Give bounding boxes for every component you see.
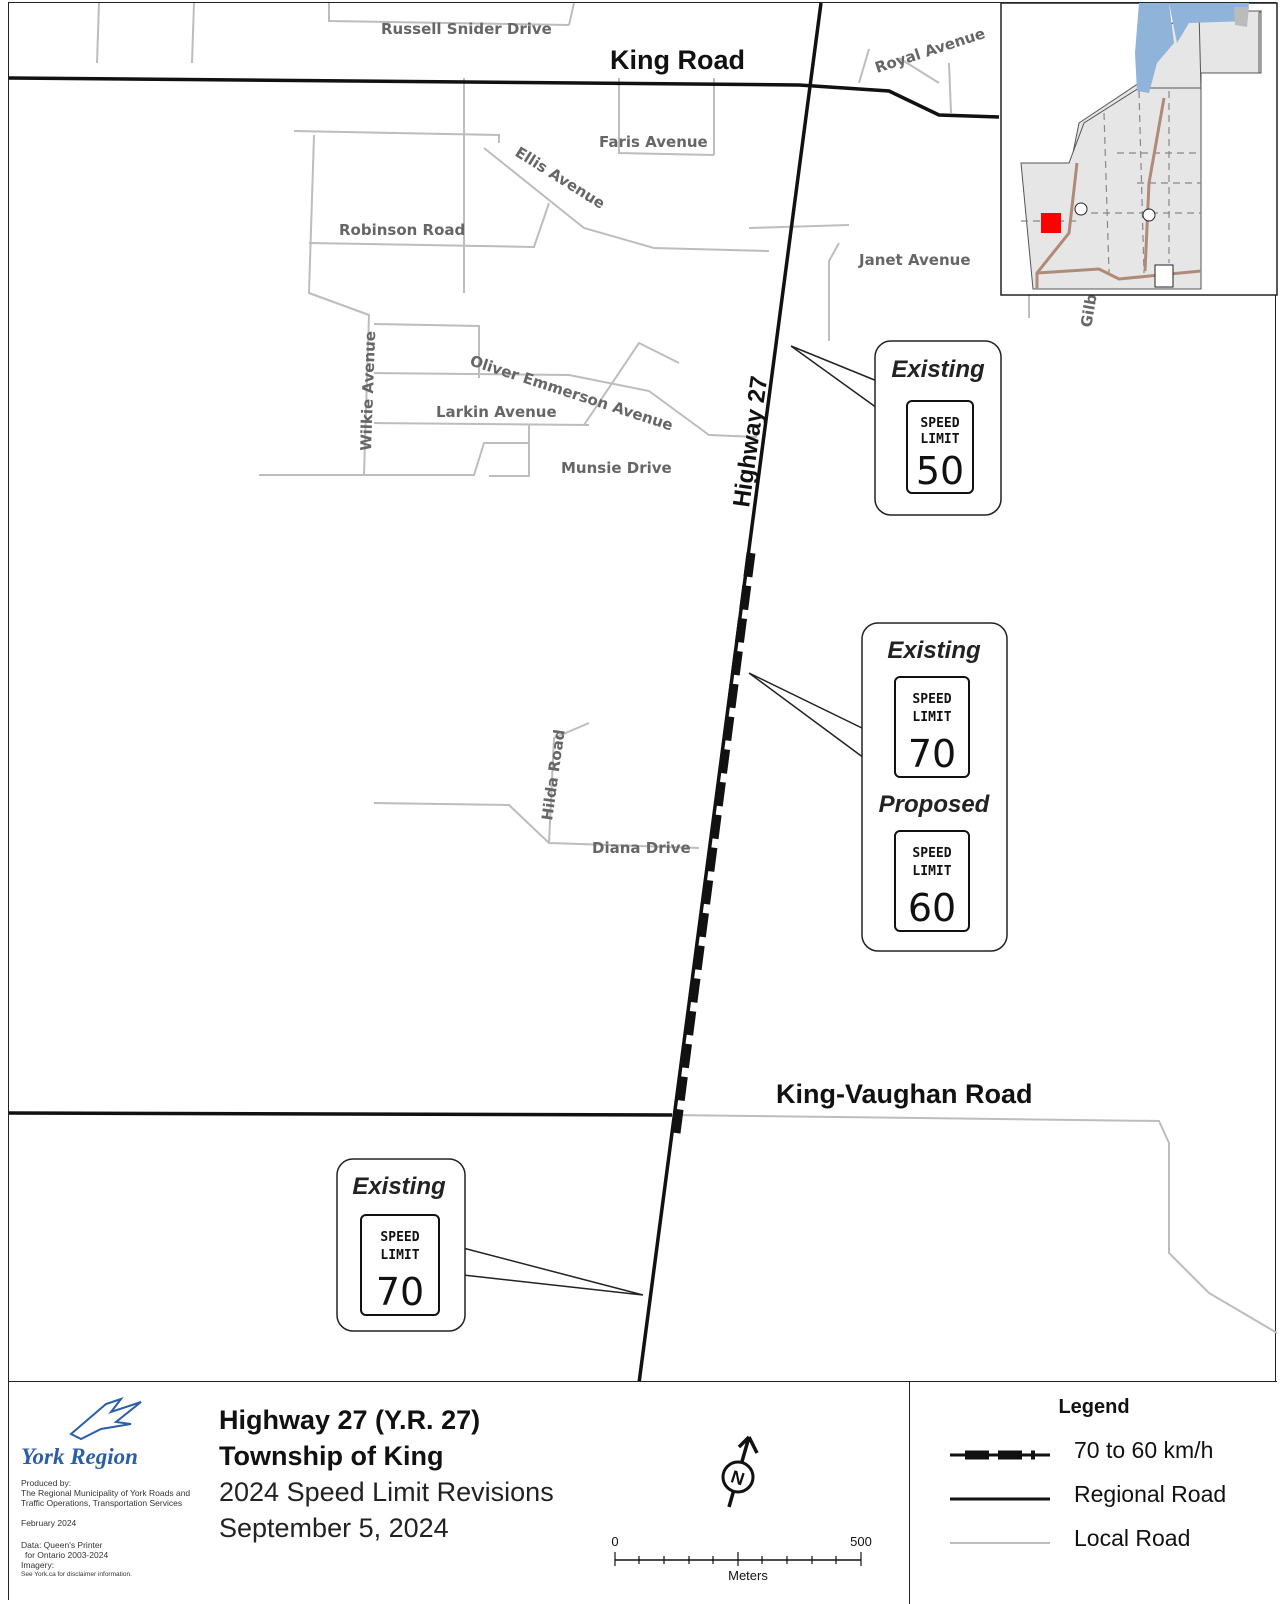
disclaimer: See York.ca for disclaimer information. [21, 1571, 132, 1578]
label-munsie-drive: Munsie Drive [561, 459, 672, 477]
imagery: Imagery: [21, 1560, 55, 1570]
produced-by: Produced by: [21, 1478, 72, 1488]
label-hilda-road: Hilda Road [538, 728, 569, 821]
title-block: Highway 27 (Y.R. 27) Township of King 20… [219, 1402, 659, 1546]
produced-date: February 2024 [21, 1518, 77, 1528]
label-gilb: Gilb [1077, 292, 1101, 328]
svg-text:SPEED: SPEED [912, 692, 951, 707]
legend-item-local-road: Local Road [950, 1525, 1270, 1555]
svg-text:Existing: Existing [352, 1173, 446, 1200]
svg-text:50: 50 [916, 449, 964, 493]
map-info-panel: York Region Produced by: The Regional Mu… [9, 1381, 1278, 1604]
label-janet-avenue: Janet Avenue [858, 251, 971, 269]
svg-text:500: 500 [850, 1534, 872, 1549]
svg-text:Meters: Meters [728, 1568, 768, 1583]
king-road-line [8, 76, 1000, 119]
york-region-logo: York Region Produced by: The Regional Mu… [21, 1394, 196, 1594]
svg-text:0: 0 [611, 1534, 618, 1549]
title-line-1: Highway 27 (Y.R. 27) [219, 1405, 481, 1435]
data-source: Data: Queen's Printer [21, 1540, 103, 1550]
king-vaughan-road-line [8, 1111, 673, 1117]
title-line-4: September 5, 2024 [219, 1513, 449, 1543]
study-area-marker [1041, 213, 1061, 233]
label-wilkie-avenue: Wilkie Avenue [357, 331, 379, 451]
svg-text:N: N [728, 1466, 747, 1489]
regional-roads [8, 2, 1000, 1384]
legend-regional-symbol [950, 1497, 1050, 1501]
producer: The Regional Municipality of York Roads … [21, 1488, 191, 1508]
logo-name: York Region [21, 1444, 138, 1469]
label-russell-snider: Russell Snider Drive [381, 20, 552, 38]
svg-text:60: 60 [908, 886, 956, 930]
legend-label: 70 to 60 km/h [1074, 1437, 1214, 1463]
svg-text:Existing: Existing [891, 356, 985, 383]
label-oliver-emmerson: Oliver Emmerson Avenue [468, 352, 676, 435]
callout-existing-70-proposed-60: Existing SPEED LIMIT 70 Proposed SPEED L… [748, 622, 1008, 952]
label-royal-avenue: Royal Avenue [873, 24, 988, 77]
svg-text:Existing: Existing [887, 637, 981, 664]
legend-local-symbol [950, 1542, 1050, 1544]
scale-bar: 0 500 Meters [611, 1534, 872, 1583]
label-ellis-avenue: Ellis Avenue [512, 143, 608, 213]
local-roads [96, 2, 1278, 1334]
north-arrow-icon: N [721, 1435, 759, 1508]
label-king-road: King Road [610, 45, 745, 75]
svg-text:LIMIT: LIMIT [912, 864, 951, 879]
data-years: for Ontario 2003-2024 [25, 1550, 109, 1560]
svg-text:LIMIT: LIMIT [912, 710, 951, 725]
legend-title: Legend [1058, 1396, 1130, 1418]
svg-text:SPEED: SPEED [380, 1230, 419, 1245]
title-line-2: Township of King [219, 1441, 444, 1471]
label-diana-drive: Diana Drive [592, 839, 691, 857]
title-line-3: 2024 Speed Limit Revisions [219, 1477, 554, 1507]
inset-locator-map [1000, 2, 1278, 296]
svg-text:LIMIT: LIMIT [920, 432, 959, 447]
label-king-vaughan-road: King-Vaughan Road [776, 1079, 1033, 1109]
label-faris-avenue: Faris Avenue [599, 133, 708, 151]
legend-item-regional-road: Regional Road [950, 1481, 1270, 1511]
legend: Legend 70 to 60 km/h Regional Road Local… [909, 1382, 1278, 1604]
legend-item-revision: 70 to 60 km/h [950, 1437, 1270, 1467]
callout-existing-50: Existing SPEED LIMIT 50 [790, 340, 1002, 516]
svg-text:SPEED: SPEED [912, 846, 951, 861]
svg-text:70: 70 [376, 1270, 424, 1314]
label-highway-27: Highway 27 [728, 374, 773, 509]
label-robinson-road: Robinson Road [339, 221, 465, 239]
legend-label: Local Road [1074, 1525, 1191, 1551]
svg-text:SPEED: SPEED [920, 416, 959, 431]
callout-existing-70-south: Existing SPEED LIMIT 70 [336, 1158, 644, 1332]
svg-text:LIMIT: LIMIT [380, 1248, 419, 1263]
svg-text:70: 70 [908, 732, 956, 776]
map-frame: Russell Snider Drive Royal Avenue Faris … [8, 2, 1278, 1604]
label-larkin-avenue: Larkin Avenue [436, 403, 557, 421]
york-region-bird-icon [69, 1397, 142, 1441]
legend-dashed-symbol [950, 1450, 1050, 1460]
map-canvas[interactable]: Russell Snider Drive Royal Avenue Faris … [8, 2, 1278, 1384]
svg-text:Proposed: Proposed [879, 791, 991, 818]
legend-label: Regional Road [1074, 1481, 1227, 1507]
